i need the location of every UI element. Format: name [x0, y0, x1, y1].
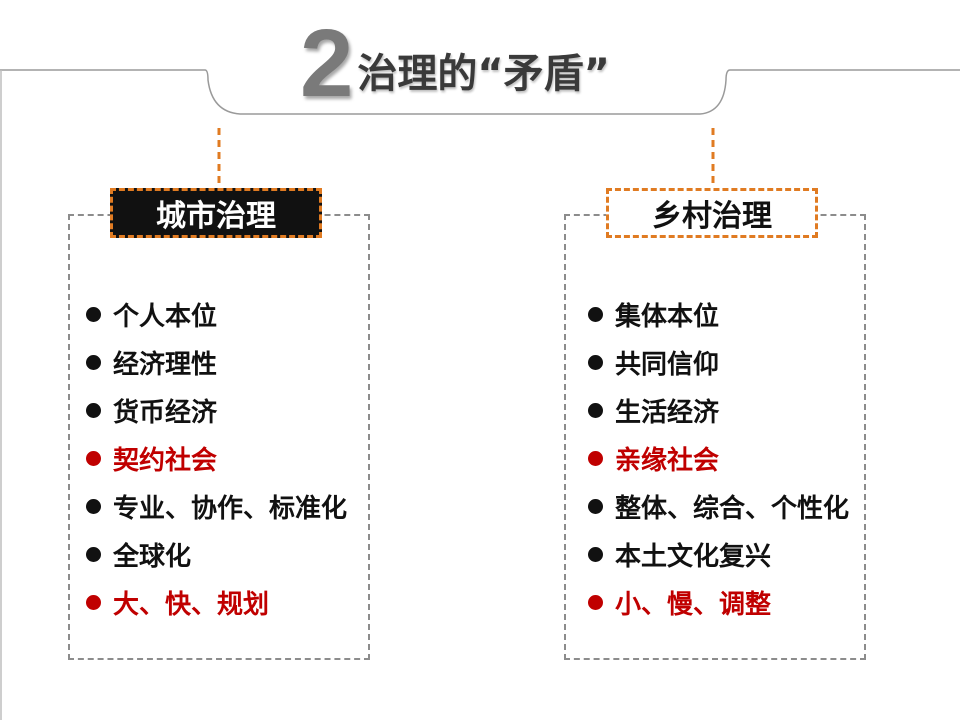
- bullet-icon: [86, 498, 101, 514]
- list-item: 本土文化复兴: [588, 530, 849, 578]
- list-item-label: 整体、综合、个性化: [615, 493, 850, 524]
- list-item: 契约社会: [86, 434, 347, 482]
- list-item: 生活经济: [588, 386, 849, 434]
- bullet-icon: [86, 450, 101, 466]
- title-text: 治理的“矛盾”: [357, 51, 610, 97]
- list-item-label: 全球化: [113, 541, 192, 572]
- list-item: 集体本位: [588, 290, 849, 338]
- list-item: 货币经济: [86, 386, 347, 434]
- list-item: 个人本位: [86, 290, 347, 338]
- list-item-label: 本土文化复兴: [615, 541, 772, 572]
- list-item: 全球化: [86, 530, 347, 578]
- list-item: 亲缘社会: [588, 434, 849, 482]
- list-item-label: 契约社会: [113, 445, 218, 476]
- list-item-label: 亲缘社会: [615, 445, 720, 476]
- bullet-icon: [86, 402, 101, 418]
- list-item: 专业、协作、标准化: [86, 482, 347, 530]
- bullet-icon: [588, 498, 603, 514]
- list-item: 整体、综合、个性化: [588, 482, 849, 530]
- bullet-icon: [588, 306, 603, 322]
- list-item-label: 专业、协作、标准化: [113, 493, 348, 524]
- bullet-icon: [588, 546, 603, 562]
- list-item: 经济理性: [86, 338, 347, 386]
- title-number: 2: [300, 10, 353, 117]
- list-item-label: 大、快、规划: [113, 589, 270, 620]
- list-item: 大、快、规划: [86, 578, 347, 626]
- bullet-icon: [588, 402, 603, 418]
- list-item-label: 个人本位: [113, 301, 218, 332]
- urban-governance-list: 个人本位经济理性货币经济契约社会专业、协作、标准化全球化大、快、规划: [86, 290, 347, 626]
- bullet-icon: [86, 354, 101, 370]
- list-item: 共同信仰: [588, 338, 849, 386]
- bullet-icon: [588, 354, 603, 370]
- list-item: 小、慢、调整: [588, 578, 849, 626]
- rural-governance-header: 乡村治理: [606, 188, 818, 238]
- urban-governance-header: 城市治理: [110, 188, 322, 238]
- bullet-icon: [588, 450, 603, 466]
- bullet-icon: [588, 594, 603, 610]
- list-item-label: 共同信仰: [615, 349, 720, 380]
- list-item-label: 集体本位: [615, 301, 720, 332]
- list-item-label: 生活经济: [615, 397, 720, 428]
- page-title: 2 治理的“矛盾”: [300, 10, 610, 117]
- list-item-label: 小、慢、调整: [615, 589, 772, 620]
- bullet-icon: [86, 546, 101, 562]
- list-item-label: 经济理性: [113, 349, 218, 380]
- bullet-icon: [86, 594, 101, 610]
- rural-governance-list: 集体本位共同信仰生活经济亲缘社会整体、综合、个性化本土文化复兴小、慢、调整: [588, 290, 849, 626]
- bullet-icon: [86, 306, 101, 322]
- list-item-label: 货币经济: [113, 397, 218, 428]
